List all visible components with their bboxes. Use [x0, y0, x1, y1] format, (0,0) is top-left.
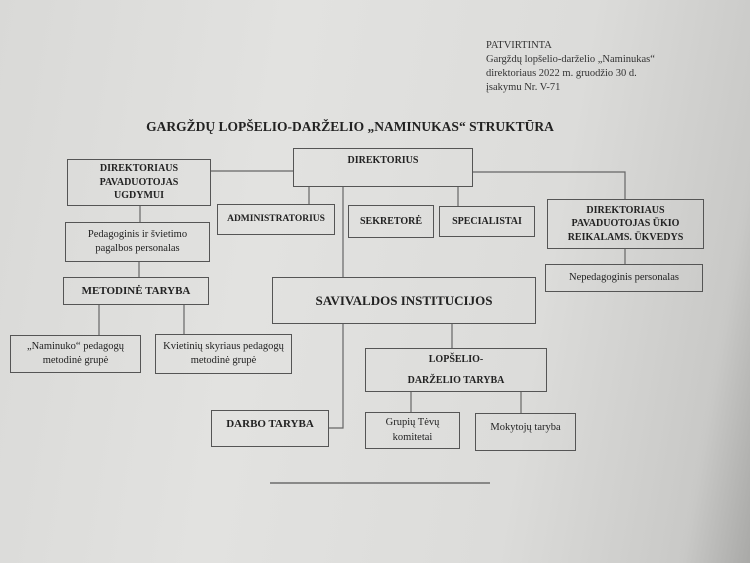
node-parent-committees: Grupių Tėvų komitetai — [365, 412, 460, 449]
approval-line: Gargždų lopšelio-darželio „Naminukas“ — [486, 54, 655, 65]
node-work-council: DARBO TARYBA — [211, 410, 329, 447]
node-teachers-council: Mokytojų taryba — [475, 413, 576, 451]
approval-line: PATVIRTINTA — [486, 40, 552, 51]
node-self-government: SAVIVALDOS INSTITUCIJOS — [272, 277, 536, 324]
approval-line: direktoriaus 2022 m. gruodžio 30 d. — [486, 68, 637, 79]
page-title: GARGŽDŲ LOPŠELIO-DARŽELIO „NAMINUKAS“ ST… — [146, 119, 554, 134]
node-naminukas-group: „Naminuko“ pedagogų metodinė grupė — [10, 335, 141, 373]
node-methodical-council: METODINĖ TARYBA — [63, 277, 209, 305]
node-non-pedagogical: Nepedagoginis personalas — [545, 264, 703, 292]
node-specialists: SPECIALISTAI — [439, 206, 535, 237]
node-pedagogical: Pedagoginis ir švietimo pagalbos persona… — [65, 222, 210, 262]
approval-line: įsakymu Nr. V-71 — [486, 82, 561, 93]
node-deputy-education: DIREKTORIAUS PAVADUOTOJAS UGDYMUI — [67, 159, 211, 206]
approval-note: PATVIRTINTA Gargždų lopšelio-darželio „N… — [486, 39, 655, 95]
node-secretary: SEKRETORĖ — [348, 205, 434, 238]
node-director: DIREKTORIUS — [293, 148, 473, 187]
node-administrator: ADMINISTRATORIUS — [217, 204, 335, 235]
node-kindergarten-council: LOPŠELIO-DARŽELIO TARYBA — [365, 348, 547, 392]
node-kvietiniai-group: Kvietinių skyriaus pedagogų metodinė gru… — [155, 334, 292, 374]
node-deputy-economy: DIREKTORIAUS PAVADUOTOJAS ŪKIO REIKALAMS… — [547, 199, 704, 249]
